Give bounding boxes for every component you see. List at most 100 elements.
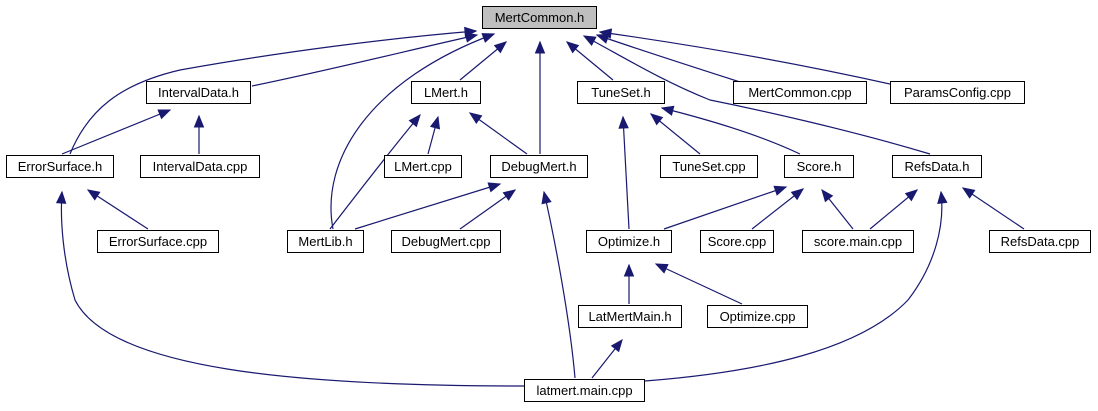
edge-arrowhead [961, 187, 976, 199]
edge-refsdata-cpp-to-refsdata-h [961, 187, 1025, 230]
edge-score-main-cpp-to-refsdata-h [869, 189, 919, 230]
edge-arrowhead [481, 33, 496, 43]
edge-arrowhead [193, 114, 205, 128]
edge-line [644, 191, 943, 382]
edge-line [251, 34, 478, 87]
edge-line [329, 114, 421, 230]
edge-arrowhead [773, 185, 788, 196]
node-tuneset-cpp[interactable]: TuneSet.cpp [660, 155, 758, 178]
node-score-cpp[interactable]: Score.cpp [700, 230, 774, 253]
edge-mertlib-h-to-mertcommon-h [330, 33, 496, 230]
node-errorsurface-cpp[interactable]: ErrorSurface.cpp [97, 230, 219, 253]
edge-arrowhead [464, 26, 478, 38]
edge-arrowhead [157, 109, 172, 120]
edge-line [599, 31, 891, 85]
node-score-main-cpp[interactable]: score.main.cpp [802, 230, 914, 253]
node-tuneset-h[interactable]: TuneSet.h [577, 81, 665, 104]
edge-arrowhead [598, 28, 613, 39]
node-score-h[interactable]: Score.h [784, 155, 854, 178]
edge-arrowhead [408, 113, 421, 128]
edge-line [354, 183, 501, 230]
edge-arrowhead [429, 115, 441, 130]
node-mertcommon-h: MertCommon.h [482, 6, 597, 29]
edge-line [330, 33, 495, 230]
edge-optimize-h-to-score-h [663, 185, 788, 230]
edge-line [661, 107, 801, 155]
edge-line [663, 186, 787, 230]
edge-line [60, 191, 525, 387]
edge-arrowhead [86, 189, 101, 201]
edge-arrowhead [618, 115, 629, 129]
node-lmert-h[interactable]: LMert.h [411, 81, 481, 104]
edge-refsdata-h-to-mertcommon-h [582, 35, 931, 155]
edge-debugmert-cpp-to-debugmert-h [459, 189, 517, 230]
edge-debugmert-h-to-mertcommon-h [534, 40, 546, 154]
edge-score-h-to-tuneset-h [660, 105, 801, 155]
edge-arrowhead [493, 41, 508, 54]
edge-latmertmain-h-to-optimize-h [623, 263, 635, 304]
edge-arrowhead [649, 113, 664, 126]
node-mertcommon-cpp[interactable]: MertCommon.cpp [733, 81, 867, 104]
edge-arrowhead [937, 190, 948, 205]
edge-line [69, 30, 477, 155]
edge-debugmert-h-to-lmert-h [468, 112, 528, 155]
edge-intervaldata-h-to-mertcommon-h [251, 32, 479, 87]
edge-latmert-main-cpp-to-refsdata-h [644, 190, 948, 382]
edge-lmert-cpp-to-lmert-h [427, 115, 441, 155]
edge-tuneset-cpp-to-tuneset-h [649, 113, 701, 155]
node-optimize-cpp[interactable]: Optimize.cpp [707, 305, 808, 328]
edge-lmert-h-to-mertcommon-h [459, 41, 508, 81]
edge-line [469, 112, 528, 155]
edge-line [962, 187, 1025, 230]
edge-arrowhead [790, 188, 805, 201]
edge-arrowhead [541, 190, 552, 205]
node-debugmert-cpp[interactable]: DebugMert.cpp [391, 230, 501, 253]
edge-arrowhead [582, 35, 597, 47]
edge-arrowhead [654, 263, 669, 274]
edge-line [87, 189, 149, 230]
edge-arrowhead [468, 112, 483, 124]
edge-line [655, 263, 743, 305]
node-optimize-h[interactable]: Optimize.h [586, 230, 672, 253]
edge-errorsurface-cpp-to-errorsurface-h [86, 189, 149, 230]
node-lmert-cpp[interactable]: LMert.cpp [384, 155, 462, 178]
node-refsdata-cpp[interactable]: RefsData.cpp [989, 230, 1091, 253]
node-mertlib-h[interactable]: MertLib.h [287, 230, 364, 253]
edge-arrowhead [595, 33, 610, 44]
node-latmert-main-cpp[interactable]: latmert.main.cpp [524, 379, 645, 402]
edge-optimize-cpp-to-optimize-h [654, 263, 743, 305]
edge-arrowhead [565, 41, 580, 54]
edge-latmert-main-cpp-to-latmertmain-h [591, 338, 623, 379]
edge-line [583, 35, 931, 155]
node-refsdata-h[interactable]: RefsData.h [892, 155, 982, 178]
edge-mertcommon-cpp-to-mertcommon-h [595, 33, 741, 83]
node-errorsurface-h[interactable]: ErrorSurface.h [6, 155, 114, 178]
edge-arrowhead [502, 189, 517, 201]
edge-arrowhead [610, 338, 623, 353]
edge-latmert-main-cpp-to-errorsurface-h [55, 190, 525, 387]
edge-intervaldata-cpp-to-intervaldata-h [193, 114, 205, 154]
edge-optimize-h-to-tuneset-h [618, 115, 630, 230]
edge-arrowhead [487, 182, 502, 193]
node-intervaldata-cpp[interactable]: IntervalData.cpp [140, 155, 260, 178]
node-paramsconfig-cpp[interactable]: ParamsConfig.cpp [890, 81, 1025, 104]
edge-line [622, 116, 630, 230]
edge-line [543, 191, 576, 379]
edge-arrowhead [821, 188, 834, 203]
edge-errorsurface-h-to-mertcommon-h [69, 26, 478, 155]
edge-arrowhead [660, 105, 675, 116]
edge-arrowhead [55, 190, 67, 204]
edge-arrowhead [623, 263, 635, 277]
edge-paramsconfig-cpp-to-mertcommon-h [598, 28, 891, 85]
node-debugmert-h[interactable]: DebugMert.h [490, 155, 588, 178]
edge-mertlib-h-to-debugmert-h [354, 182, 502, 230]
edge-line [61, 109, 171, 155]
edge-arrowhead [534, 40, 546, 54]
node-intervaldata-h[interactable]: IntervalData.h [146, 81, 251, 104]
edge-score-cpp-to-score-h [751, 188, 805, 230]
edge-errorsurface-h-to-intervaldata-h [61, 109, 172, 155]
node-latmertmain-h[interactable]: LatMertMain.h [578, 305, 682, 328]
edge-tuneset-h-to-mertcommon-h [565, 41, 614, 81]
